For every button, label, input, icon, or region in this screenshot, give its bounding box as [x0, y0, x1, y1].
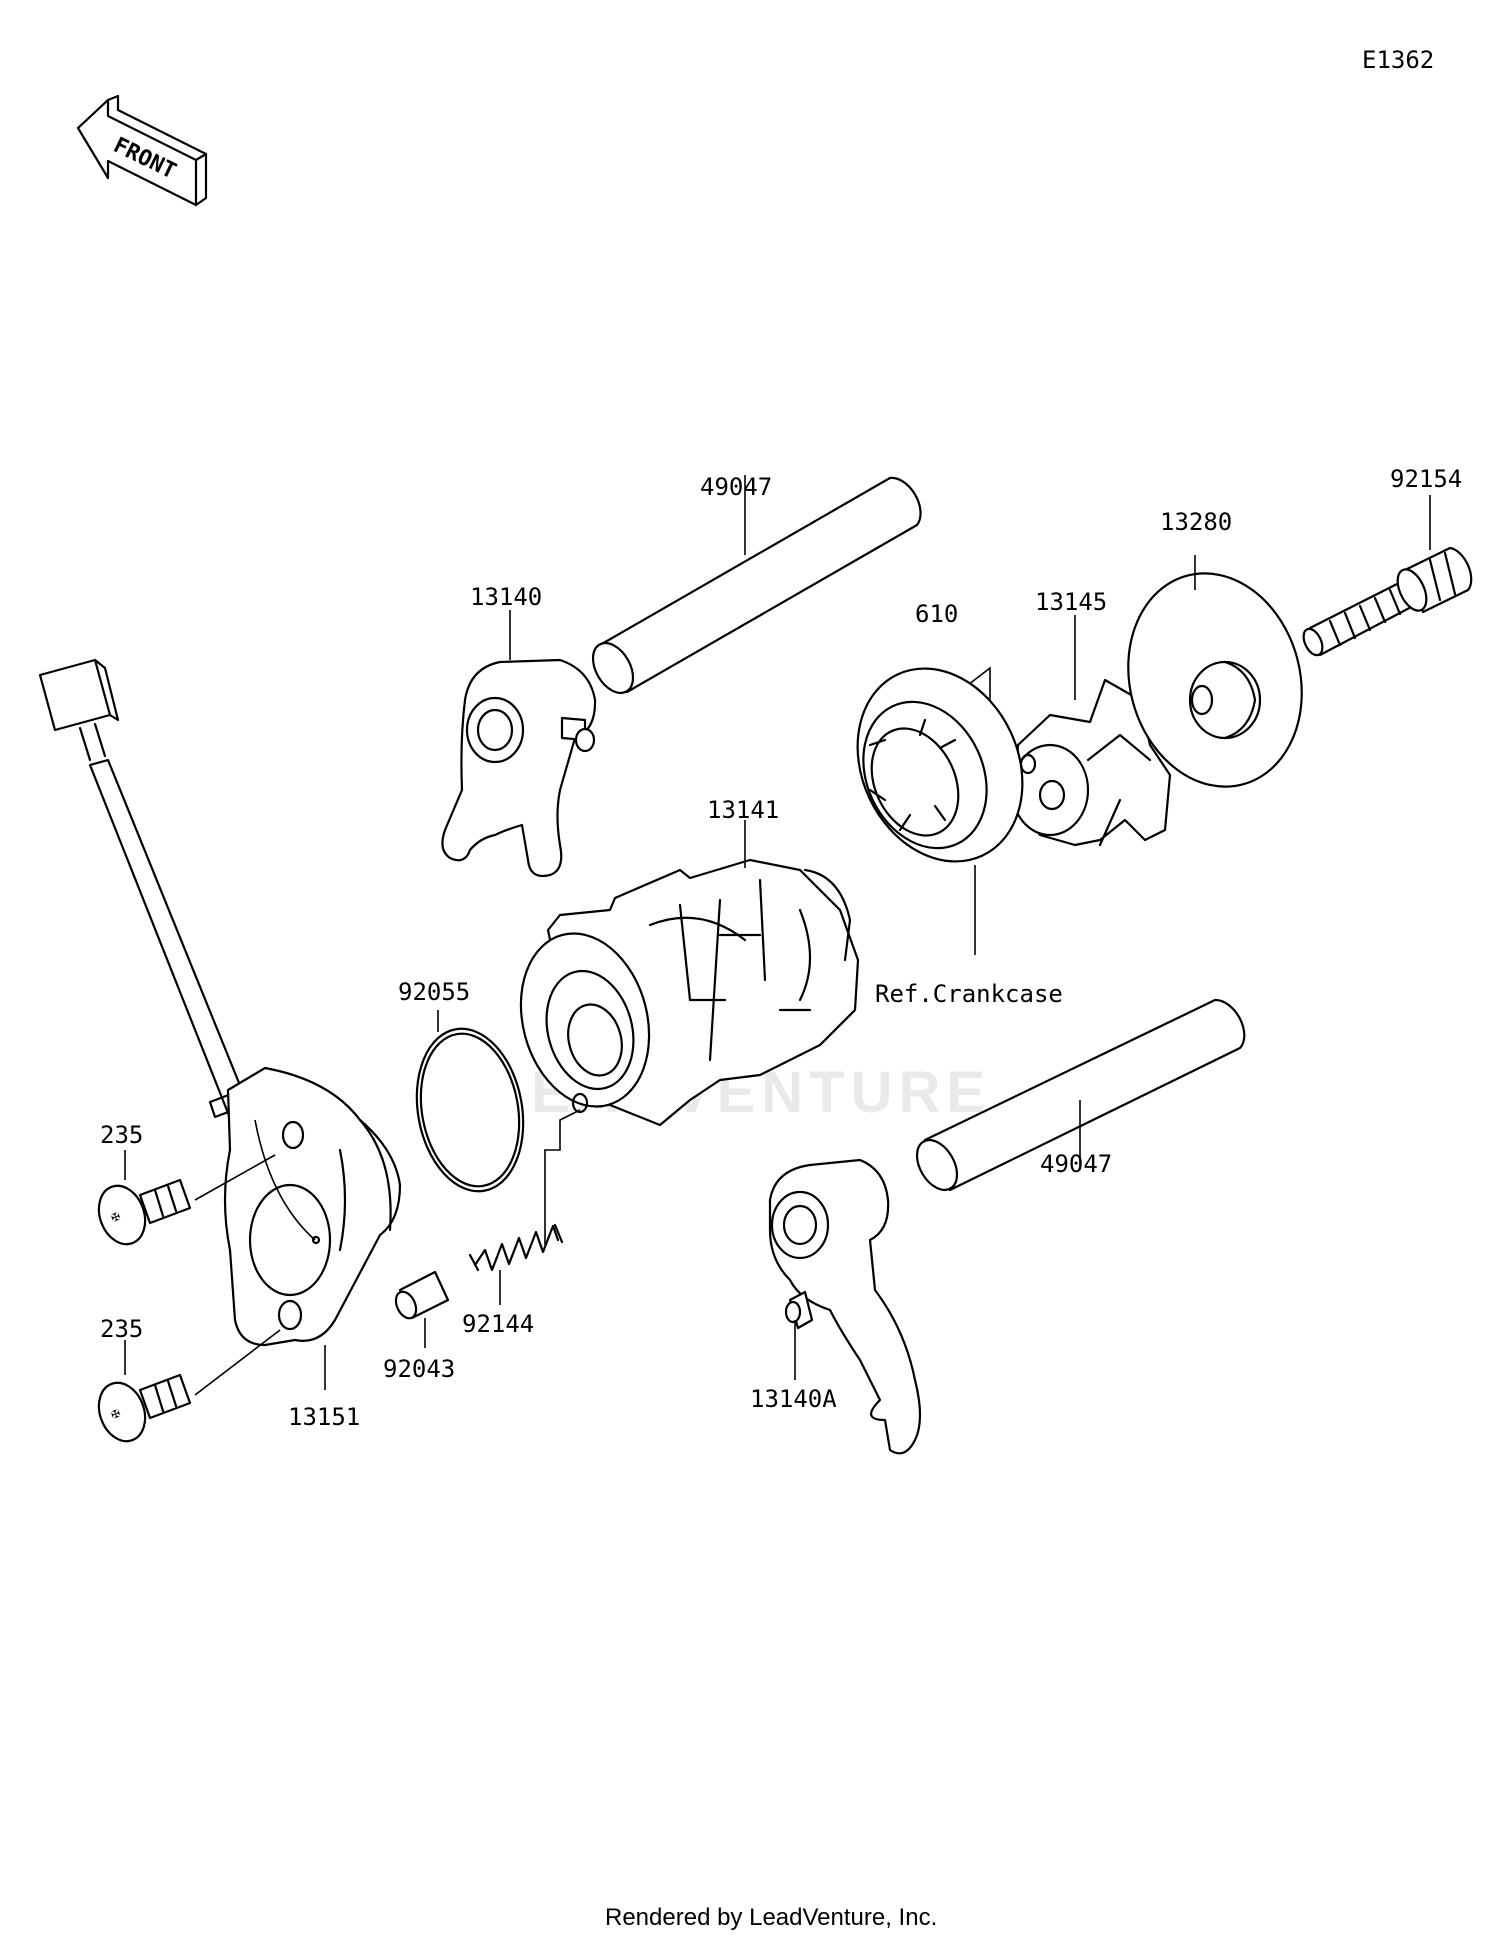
drum-cam [1010, 678, 1172, 847]
leader-spring-to-drum [544, 1109, 581, 1245]
label-13140: 13140 [470, 583, 542, 611]
front-arrow-icon: FRONT [76, 94, 208, 207]
label-13280: 13280 [1160, 508, 1232, 536]
screw-upper: ✠ [97, 1178, 192, 1246]
shift-fork-lower [768, 1158, 922, 1455]
shift-rod-upper [591, 476, 922, 694]
diagram-code: E1362 [1362, 46, 1434, 74]
label-610: 610 [915, 600, 958, 628]
label-49047-lower: 49047 [1040, 1150, 1112, 1178]
label-ref-crankcase: Ref.Crankcase [875, 980, 1063, 1008]
switch-sensor [38, 658, 402, 1347]
o-ring [415, 1027, 525, 1193]
label-92144: 92144 [462, 1310, 534, 1338]
label-13145: 13145 [1035, 588, 1107, 616]
label-13151: 13151 [288, 1403, 360, 1431]
holder-plate [1127, 572, 1303, 788]
label-49047-upper: 49047 [700, 473, 772, 501]
leader-screw-lower [194, 1329, 281, 1396]
shift-drum [519, 858, 860, 1127]
shift-fork-upper [441, 658, 597, 878]
leader-screw-upper [194, 1154, 276, 1201]
label-92043: 92043 [383, 1355, 455, 1383]
screw-lower: ✠ [97, 1373, 192, 1443]
label-92154: 92154 [1390, 465, 1462, 493]
label-13140A: 13140A [750, 1385, 837, 1413]
pin [394, 1270, 450, 1320]
label-92055: 92055 [398, 978, 470, 1006]
shift-rod-lower [915, 998, 1246, 1192]
label-235-lower: 235 [100, 1315, 143, 1343]
footer-credit: Rendered by LeadVenture, Inc. [605, 1904, 937, 1931]
spring [468, 1223, 564, 1272]
bearing [856, 667, 1024, 863]
bolt [1302, 546, 1473, 657]
label-235-upper: 235 [100, 1121, 143, 1149]
label-13141: 13141 [707, 796, 779, 824]
